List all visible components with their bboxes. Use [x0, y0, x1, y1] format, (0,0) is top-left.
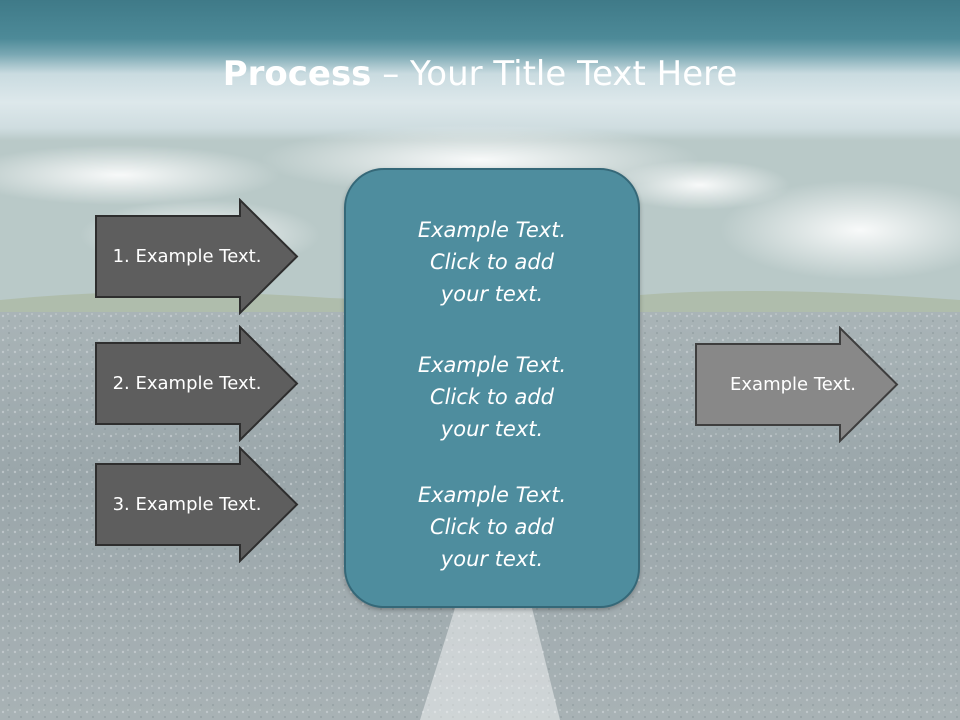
- arrow-shape-icon: [695, 326, 899, 443]
- output-arrow-label: Example Text.: [730, 374, 856, 395]
- arrow-shape-icon: [95, 198, 299, 315]
- text-line: your text.: [440, 417, 544, 441]
- input-arrow-3[interactable]: 3. Example Text.: [94, 446, 300, 563]
- input-arrow-label: 2. Example Text.: [112, 373, 262, 394]
- input-arrow-label: 1. Example Text.: [112, 246, 262, 267]
- input-arrow-2[interactable]: 2. Example Text.: [94, 325, 300, 442]
- center-text-block-2: Example Text. Click to add your text.: [346, 349, 638, 445]
- slide-title: Process – Your Title Text Here: [0, 52, 960, 96]
- title-strong: Process: [222, 54, 372, 94]
- text-line: Click to add: [429, 250, 554, 274]
- center-text-box[interactable]: Example Text. Click to add your text. Ex…: [344, 168, 640, 608]
- text-line: your text.: [440, 282, 544, 306]
- title-rest: – Your Title Text Here: [371, 54, 738, 94]
- text-line: Example Text.: [417, 483, 567, 507]
- arrow-shape-icon: [95, 446, 299, 563]
- text-line: your text.: [440, 547, 544, 571]
- input-arrow-label: 3. Example Text.: [112, 494, 262, 515]
- text-line: Click to add: [429, 385, 554, 409]
- text-line: Click to add: [429, 515, 554, 539]
- center-text-block-1: Example Text. Click to add your text.: [346, 214, 638, 310]
- center-text-block-3: Example Text. Click to add your text.: [346, 479, 638, 575]
- output-arrow[interactable]: Example Text.: [694, 326, 900, 443]
- arrow-shape-icon: [95, 325, 299, 442]
- text-line: Example Text.: [417, 218, 567, 242]
- input-arrow-1[interactable]: 1. Example Text.: [94, 198, 300, 315]
- text-line: Example Text.: [417, 353, 567, 377]
